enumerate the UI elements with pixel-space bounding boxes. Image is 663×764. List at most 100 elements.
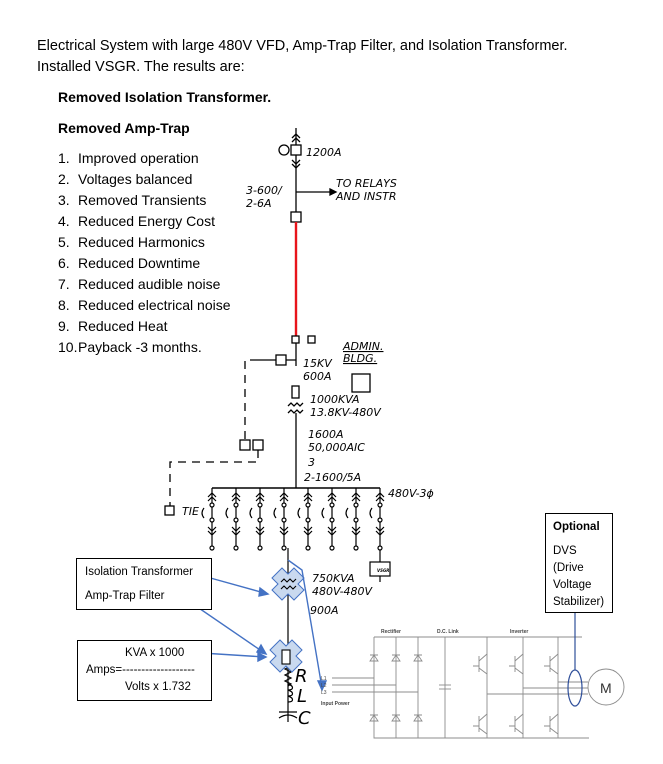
- tie-breaker-icon: [164, 505, 175, 516]
- formula-lhs: Amps=-------------------: [86, 664, 195, 676]
- ct-main: 2-1600/5A: [304, 471, 361, 484]
- xfmr-volts: 13.8KV-480V: [310, 406, 382, 419]
- l1-label: L1: [321, 676, 327, 682]
- key-interlock-icon: [275, 354, 287, 366]
- motor-label: M: [600, 680, 612, 696]
- amptrap-label: Amp-Trap Filter: [85, 590, 165, 602]
- meter-icon: [351, 373, 371, 393]
- list-item: 2.Voltages balanced: [58, 171, 193, 187]
- iso-volts: 480V-480V: [312, 585, 374, 598]
- igbt-icon: [509, 653, 524, 675]
- heading-removed-amptrap: Removed Amp-Trap: [58, 120, 190, 136]
- callout-formula: KVA x 1000 Amps=------------------- Volt…: [77, 640, 212, 701]
- list-item: 7.Reduced audible noise: [58, 276, 221, 292]
- tie-label: TIE: [182, 505, 199, 518]
- breaker-icon: [290, 211, 302, 223]
- feeder-breaker-icon: [273, 488, 289, 551]
- c-label: C: [298, 708, 311, 729]
- diode-icon: [413, 714, 423, 722]
- breaker-rating: 1200A: [306, 146, 342, 159]
- callout-arrow: [189, 601, 267, 655]
- vfd-connection-arrow: [287, 559, 323, 689]
- intro-text: Electrical System with large 480V VFD, A…: [37, 36, 568, 78]
- callout-optional-dvs: Optional DVS (Drive Voltage Stabilizer): [545, 513, 613, 613]
- removed-isolation-transformer-mark: [271, 567, 305, 601]
- r-label: R: [295, 666, 308, 687]
- diode-icon: [369, 654, 379, 662]
- dvs-line-2: (Drive: [553, 562, 584, 574]
- diode-icon: [391, 654, 401, 662]
- feeder-breaker-icon: [249, 488, 265, 551]
- feeder-breaker-icon: [225, 488, 241, 551]
- ct-rating-1: 3-600/: [246, 184, 283, 197]
- feeder-group: [201, 488, 385, 551]
- iso-amp: 900A: [310, 604, 339, 617]
- breaker-1200a-icon: [290, 144, 302, 156]
- list-item: 1.Improved operation: [58, 150, 199, 166]
- motor-icon: [587, 668, 625, 706]
- results-list: 1.Improved operation 2.Voltages balanced…: [58, 148, 231, 358]
- rectifier-label: Rectifier: [381, 629, 401, 635]
- admin-label-2: BLDG.: [343, 352, 377, 365]
- dvs-line-1: DVS: [553, 545, 577, 557]
- igbt-icon: [544, 653, 559, 675]
- main-aic: 50,000AIC: [308, 441, 365, 454]
- relay-label-2: AND INSTR: [335, 190, 397, 203]
- list-item: 10.Payback -3 months.: [58, 339, 202, 355]
- igbt-icon: [473, 653, 488, 675]
- igbt-icon: [473, 713, 488, 735]
- relay-label-1: TO RELAYS: [336, 177, 397, 190]
- transformer-icon: [287, 402, 304, 407]
- list-item: 4.Reduced Energy Cost: [58, 213, 215, 229]
- l2-label: L2: [321, 683, 327, 689]
- removed-amp-trap-mark: [269, 639, 303, 673]
- igbt-icon: [509, 713, 524, 735]
- vsgr-label: VSGR: [377, 568, 389, 573]
- xfmr-kva: 1000KVA: [310, 393, 360, 406]
- formula-denominator: Volts x 1.732: [125, 681, 191, 693]
- feeder-breaker-icon: [369, 488, 385, 551]
- diode-icon: [413, 654, 423, 662]
- inductor-icon: [287, 683, 294, 703]
- ct-rating-2: 2-6A: [246, 197, 272, 210]
- feeder-breaker-icon: [321, 488, 337, 551]
- list-item: 8.Reduced electrical noise: [58, 297, 231, 313]
- diode-icon: [369, 714, 379, 722]
- bus-label: 480V-3ϕ: [388, 487, 434, 500]
- feeder-breaker-icon: [345, 488, 361, 551]
- intro-line-1: Electrical System with large 480V VFD, A…: [37, 38, 568, 54]
- feeder-breaker-icon: [201, 488, 217, 551]
- callout-iso-amptrap: Isolation Transformer Amp-Trap Filter: [76, 558, 212, 610]
- list-item: 9.Reduced Heat: [58, 318, 168, 334]
- list-item: 6.Reduced Downtime: [58, 255, 201, 271]
- dvs-line-3: Voltage: [553, 579, 592, 591]
- list-item: 5.Reduced Harmonics: [58, 234, 205, 250]
- switch-kv: 15KV: [303, 357, 333, 370]
- relay-icon: [278, 144, 290, 156]
- admin-label-1: ADMIN.: [342, 340, 383, 353]
- optional-title: Optional: [553, 521, 600, 533]
- list-item: 3.Removed Transients: [58, 192, 207, 208]
- key-interlock-icon: [239, 439, 251, 451]
- main-amp: 1600A: [308, 428, 344, 441]
- heading-removed-isolation: Removed Isolation Transformer.: [58, 89, 272, 105]
- switch-amp: 600A: [303, 370, 332, 383]
- inverter-label: Inverter: [510, 629, 528, 635]
- l-label: L: [297, 686, 307, 707]
- intro-line-2: Installed VSGR. The results are:: [37, 59, 245, 75]
- vfd-schematic: [332, 636, 625, 739]
- key-interlock-icon: [252, 439, 264, 451]
- feeder-breaker-icon: [297, 488, 313, 551]
- l3-label: L3: [321, 690, 327, 696]
- igbt-icon: [544, 713, 559, 735]
- input-power-label: Input Power: [321, 701, 350, 707]
- diode-icon: [391, 714, 401, 722]
- fuse-icon: [291, 385, 300, 399]
- dvs-line-4: Stabilizer): [553, 596, 605, 608]
- draw-out-icon: [291, 133, 301, 139]
- formula-numerator: KVA x 1000: [125, 647, 185, 659]
- phase-count: 3: [308, 456, 315, 469]
- iso-kva: 750KVA: [312, 572, 355, 585]
- iso-label: Isolation Transformer: [85, 566, 194, 578]
